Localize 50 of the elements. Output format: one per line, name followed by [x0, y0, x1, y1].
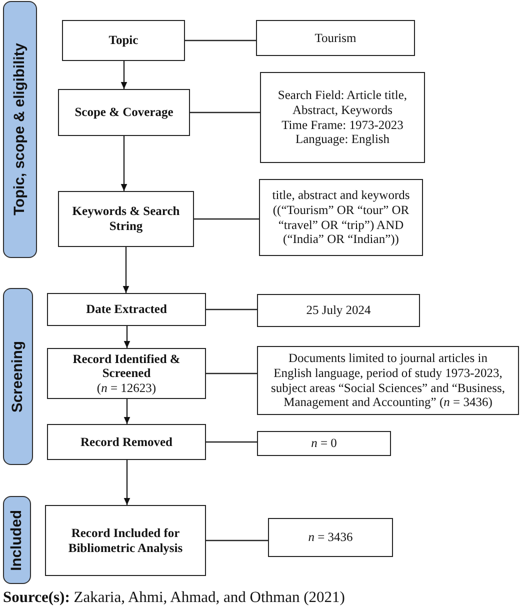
phase-label: Included: [9, 510, 25, 570]
phase-label: Screening: [10, 340, 26, 412]
process-box: [58, 89, 190, 136]
step-label: Topic: [108, 33, 138, 48]
process-box: [47, 348, 206, 399]
connector-line: [206, 372, 257, 374]
arrow: [124, 326, 130, 348]
phase-band: [3, 1, 37, 258]
phase-band: [3, 288, 33, 465]
arrow: [124, 460, 130, 505]
detail-text: title, abstract and keywords ((“Tourism” OR “tour” OR “travel” OR “trip”) AND (“India” OR “Indian”)): [271, 188, 411, 247]
detail-text: n = 0: [311, 436, 337, 451]
phase-label: Topic, scope & eligibility: [12, 43, 28, 216]
process-box: [47, 293, 206, 326]
arrow: [122, 247, 130, 293]
connector-line: [206, 540, 268, 542]
detail-text: n = 3436: [308, 530, 353, 545]
detail-box: [257, 346, 519, 415]
detail-text: Language: English: [295, 132, 390, 147]
detail-box: [260, 72, 425, 163]
detail-text: Documents limited to journal articles in English language, period of study 1973-2023, subject areas “Social Sciences” and “Business, Management and Accounting” (n = 3436): [270, 351, 506, 410]
detail-box: [257, 294, 420, 327]
detail-box: [256, 20, 415, 56]
phase-band: [3, 496, 31, 584]
detail-text: Tourism: [314, 30, 356, 46]
step-label: Scope & Coverage: [74, 105, 174, 120]
arrow: [124, 399, 130, 424]
step-label: Record Removed: [80, 434, 172, 450]
step-label: Record Included for Bibliometric Analysis: [67, 526, 184, 556]
connector-line: [190, 112, 260, 114]
arrow: [120, 61, 128, 89]
count-label: (n = 12623): [96, 380, 156, 396]
process-box: [58, 191, 194, 247]
step-label: Date Extracted: [86, 302, 167, 317]
detail-box: [259, 179, 423, 256]
source-note: Source(s): Zakaria, Ahmi, Ahmad, and Othman (2021): [3, 589, 345, 607]
detail-text: Search Field: Article title, Abstract, Keywords: [276, 88, 408, 118]
connector-line: [206, 441, 257, 443]
arrow: [120, 136, 128, 191]
connector-line: [185, 40, 256, 42]
process-box: [47, 424, 206, 460]
connector-line: [194, 218, 259, 220]
process-box: [62, 20, 185, 61]
detail-box: [268, 518, 393, 557]
detail-text: 25 July 2024: [306, 303, 371, 318]
detail-box: [257, 431, 391, 456]
connector-line: [206, 308, 257, 310]
step-label: Keywords & Search String: [71, 204, 181, 234]
process-box: [45, 505, 206, 576]
detail-text: Time Frame: 1973-2023: [282, 118, 404, 132]
